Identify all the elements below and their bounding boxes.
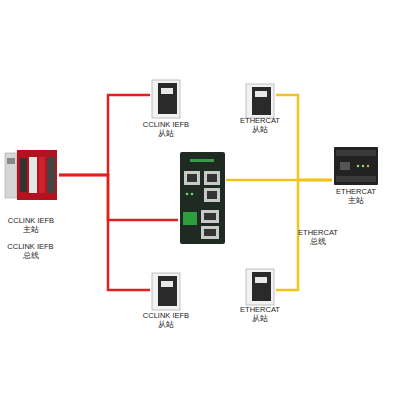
device-node: ETHERCAT 从站	[244, 267, 276, 323]
device-label: CCLINK IEFB 从站	[139, 120, 194, 138]
bus-label: CCLINK IEFB 总线	[3, 242, 58, 260]
plc-module	[29, 157, 37, 193]
rj45-port	[204, 188, 220, 202]
bus-connector	[276, 95, 332, 180]
slave-illustration	[152, 273, 180, 310]
bus-connector	[59, 95, 150, 175]
power-terminal	[183, 212, 197, 225]
master-port	[340, 162, 350, 170]
plc-module	[20, 158, 27, 192]
device-node: CCLINK IEFB 从站	[150, 271, 182, 329]
plc-base	[17, 150, 57, 200]
device-label: CCLINK IEFB 从站	[139, 311, 194, 329]
device-node: CCLINK IEFB 主站	[3, 148, 59, 234]
status-led	[186, 193, 189, 196]
status-led	[357, 165, 359, 167]
rj45-socket	[204, 213, 216, 220]
bus-connector	[59, 175, 150, 290]
master-illustration	[334, 147, 378, 185]
master-terminal-strip	[336, 150, 376, 156]
master-body	[334, 147, 378, 185]
rj45-socket	[207, 174, 217, 182]
slave-body	[152, 80, 180, 118]
status-led	[367, 165, 369, 167]
plc-led	[7, 158, 15, 164]
slave-illustration	[152, 80, 180, 118]
rj45-port	[201, 226, 219, 239]
gateway-illustration	[180, 152, 225, 244]
slave-front	[158, 83, 177, 114]
device-node: CCLINK IEFB 从站	[150, 77, 182, 138]
slave-illustration	[246, 269, 274, 305]
master-terminal-strip	[336, 176, 376, 182]
device-node	[178, 152, 226, 245]
slave-illustration	[246, 84, 274, 118]
bus-label: ETHERCAT 总线	[296, 228, 340, 246]
bus-line	[59, 175, 150, 290]
device-label: ETHERCAT 从站	[238, 116, 282, 134]
slave-front	[252, 87, 271, 115]
rj45-socket	[207, 191, 217, 199]
device-label: CCLINK IEFB 主站	[4, 216, 59, 234]
bus-line	[276, 95, 332, 180]
rj45-port	[204, 171, 220, 185]
rj45-port	[184, 171, 200, 185]
plc-power-module	[5, 153, 17, 198]
slave-front	[158, 276, 177, 306]
plc-module	[47, 157, 55, 193]
device-label: ETHERCAT 从站	[238, 305, 282, 323]
bus-connector	[59, 175, 178, 220]
status-led	[191, 193, 194, 196]
rj45-socket	[204, 229, 216, 236]
slave-display	[255, 91, 267, 97]
status-led	[362, 165, 364, 167]
gateway-body	[180, 152, 225, 244]
device-node: ETHERCAT 从站	[244, 82, 276, 134]
gateway-logo	[190, 159, 214, 162]
bus-line	[59, 95, 150, 175]
slave-body	[246, 84, 274, 118]
plc-illustration	[5, 150, 57, 200]
plc-module	[39, 157, 45, 193]
bus-line	[59, 175, 178, 220]
slave-body	[152, 273, 180, 310]
slave-front	[252, 272, 271, 301]
slave-display	[255, 277, 267, 283]
slave-body	[246, 269, 274, 305]
slave-display	[161, 88, 173, 94]
device-label: ETHERCAT 主站	[334, 187, 378, 205]
rj45-socket	[187, 174, 197, 182]
device-node: ETHERCAT 主站	[332, 145, 380, 205]
slave-display	[161, 281, 173, 287]
rj45-port	[201, 210, 219, 223]
